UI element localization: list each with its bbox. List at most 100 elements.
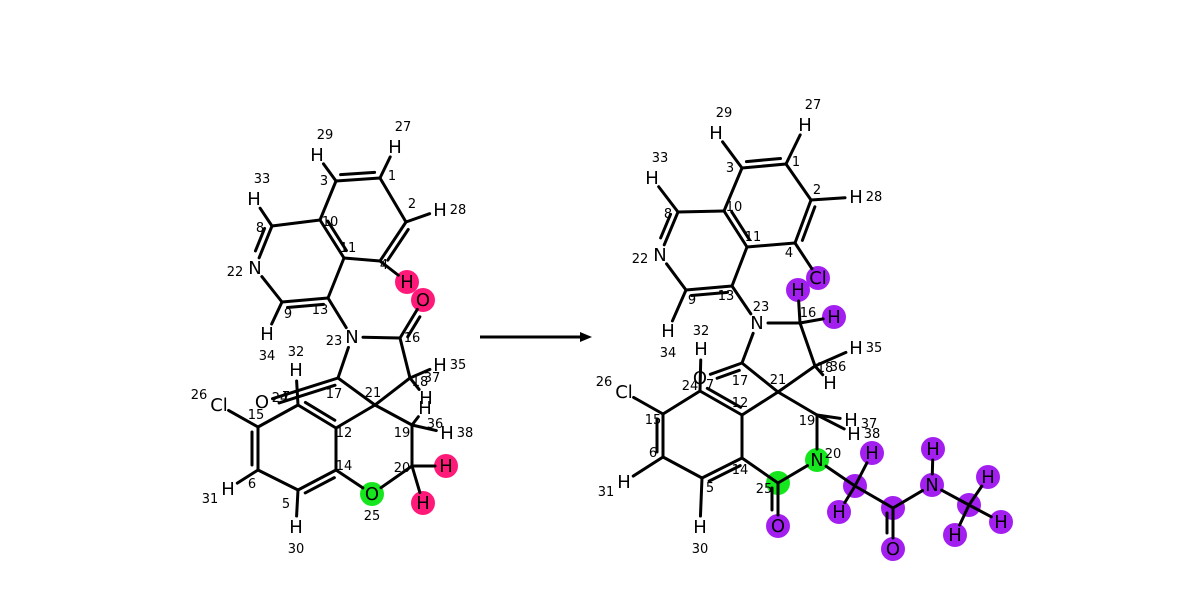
bond-r-C21-r-C12 <box>334 403 377 430</box>
atom-index-p-C14: 14 <box>732 463 749 478</box>
atom-index-p-C17: 17 <box>732 374 749 389</box>
bond-r-C6-r-H31 <box>235 468 260 485</box>
bond-p-Ca-p-Ci <box>853 484 895 510</box>
atom-index-r-C5: 5 <box>282 497 290 512</box>
atom-index-p-H35: 35 <box>866 341 883 356</box>
atom-index-p-C15: 15 <box>645 413 662 428</box>
highlight-r-Hb <box>434 454 458 478</box>
bond-p-C9-p-C13 <box>684 284 734 292</box>
atom-index-p-C18: 18 <box>817 361 834 376</box>
bond-p-N20-p-Ca <box>824 464 857 488</box>
bond-r-C1-r-C3-second <box>339 170 377 177</box>
bond-r-C16-r-Oa-second <box>406 315 422 339</box>
bond-r-N22-r-C9 <box>260 275 284 304</box>
bond-p-C25-p-N20 <box>776 464 810 485</box>
atom-index-r-C18: 18 <box>412 375 429 390</box>
atom-index-p-C9: 9 <box>688 293 696 308</box>
atom-index-r-C11: 11 <box>340 241 357 256</box>
bond-p-C18-p-H35 <box>813 350 848 368</box>
bond-p-N22-p-C9 <box>665 262 688 292</box>
atom-index-p-C7: 7 <box>706 378 714 393</box>
atom-index-p-C10: 10 <box>726 200 743 215</box>
bond-p-C8-p-H33 <box>657 185 680 214</box>
bond-r-C16-r-Oa <box>398 307 419 340</box>
bond-r-C18-r-C21 <box>373 376 412 407</box>
atom-index-r-H28: 28 <box>450 203 467 218</box>
atom-index-p-N22: 22 <box>632 252 649 267</box>
bond-p-C13-p-N23 <box>730 284 753 316</box>
atom-index-r-H34: 34 <box>259 349 276 364</box>
atom-index-r-C14: 14 <box>336 459 353 474</box>
bond-r-C15-r-Cl26 <box>227 408 260 429</box>
highlight-p-Nb <box>920 473 944 497</box>
atom-index-p-C25: 25 <box>756 482 773 497</box>
atom-symbol-p-Ob: O <box>886 539 900 560</box>
atom-index-r-C13: 13 <box>312 303 329 318</box>
bond-p-C12-p-C7-second <box>705 386 743 409</box>
bond-r-C7-r-C15 <box>256 403 300 429</box>
highlight-p-Ha <box>786 278 810 302</box>
atom-index-p-H37: 37 <box>861 417 878 432</box>
bond-r-C1-r-C2 <box>378 176 408 224</box>
atom-symbol-p-N23: N <box>750 313 763 334</box>
bond-r-C16-r-C18 <box>398 336 412 380</box>
atom-symbol-r-O24: O <box>255 392 269 413</box>
atom-index-r-C17: 17 <box>326 387 343 402</box>
atom-index-r-H30: 30 <box>288 542 305 557</box>
atom-index-p-N20: 20 <box>825 447 842 462</box>
highlight-p-N20 <box>805 448 829 472</box>
bond-r-C3-r-H29 <box>321 162 338 183</box>
bond-r-C2-r-C4-second <box>386 227 410 262</box>
bond-p-C18-p-H36 <box>813 364 825 377</box>
atom-symbol-r-N22: N <box>248 258 261 279</box>
atom-symbol-p-N20: N <box>810 450 823 471</box>
bond-p-C16-p-C18 <box>798 321 817 368</box>
atom-symbol-p-H36: H <box>823 373 837 394</box>
atom-index-r-C20: 20 <box>394 461 411 476</box>
atom-index-p-H32: 32 <box>693 324 710 339</box>
bond-r-C17-r-O24 <box>270 376 340 401</box>
bond-p-C5-p-C14 <box>700 456 744 480</box>
atom-index-r-H27: 27 <box>395 120 412 135</box>
atom-index-r-N23: 23 <box>326 334 343 349</box>
bond-p-C17-p-N23 <box>740 331 755 365</box>
atom-symbol-p-Hc: H <box>865 443 879 464</box>
bond-r-C1-r-H27 <box>378 155 392 180</box>
bond-p-C1-p-C3-second <box>744 156 782 164</box>
atom-layer: 123456789101112131415161718192021N22N23O… <box>191 98 1008 560</box>
bond-p-Cb-p-Hg <box>967 503 993 519</box>
atom-index-r-C2: 2 <box>408 197 416 212</box>
bond-p-C2-p-C4 <box>793 198 813 245</box>
atom-symbol-r-N23: N <box>345 327 358 348</box>
highlight-p-He <box>921 437 945 461</box>
bond-p-C1-p-C2 <box>784 162 813 202</box>
bond-p-Cb-p-Hf <box>967 484 984 507</box>
atom-symbol-r-O25: O <box>365 484 379 505</box>
bond-r-C8-r-N22 <box>257 224 274 260</box>
bond-r-C5-r-C14 <box>296 468 338 492</box>
atom-symbol-r-H29: H <box>310 145 324 166</box>
bond-p-C11-p-C10-second <box>730 210 751 242</box>
bond-r-C2-r-C4 <box>378 220 408 263</box>
bond-p-C3-p-H29 <box>721 140 744 170</box>
atom-symbol-p-N22: N <box>653 245 666 266</box>
bond-p-Ci-p-Nb <box>891 489 925 510</box>
atom-index-r-C10: 10 <box>322 215 339 230</box>
atom-symbol-r-H35: H <box>433 355 447 376</box>
bond-p-C21-p-C12 <box>740 390 780 417</box>
bond-r-C21-r-C17 <box>336 376 377 407</box>
atom-symbol-r-H38: H <box>440 423 454 444</box>
atom-index-p-Cl26: 26 <box>596 375 613 390</box>
atom-symbol-p-Nb: N <box>925 475 938 496</box>
bond-r-C18-r-H37 <box>408 376 421 391</box>
atom-symbol-p-Hd: H <box>832 502 846 523</box>
bond-p-Ca-p-Hc <box>853 461 869 488</box>
atom-symbol-p-H27: H <box>798 115 812 136</box>
bond-p-C16-p-Ha <box>797 299 802 325</box>
atom-index-p-H30: 30 <box>692 542 709 557</box>
atom-symbol-p-O24: O <box>693 368 707 389</box>
atom-index-r-O24: 24 <box>272 391 289 406</box>
bond-p-Ca-p-Hd <box>843 484 857 505</box>
atom-index-p-C5: 5 <box>706 481 714 496</box>
atom-symbol-p-H35: H <box>849 338 863 359</box>
